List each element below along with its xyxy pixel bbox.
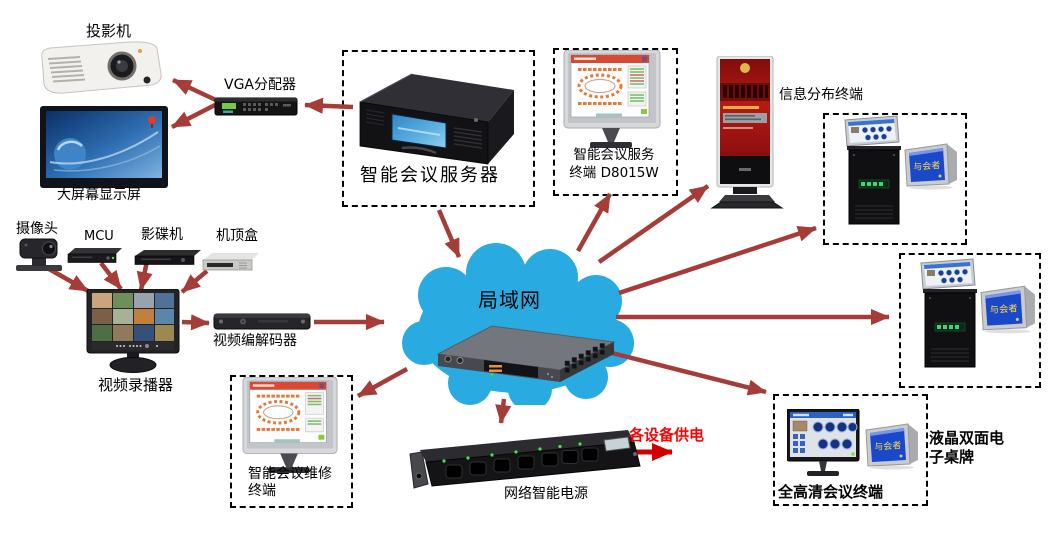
conference-terminal-label-line2: 终端 D8015W — [569, 165, 659, 181]
arrow-lan-to-maintenance — [356, 367, 409, 398]
maintenance-terminal-label-line2: 终端 — [248, 483, 276, 499]
hd-terminal-label: 全高清会议终端 — [778, 483, 884, 501]
arrow-lan-to-power — [495, 398, 512, 424]
conference-terminal-label-line1: 智能会议服务 — [573, 147, 655, 163]
nameplate-text: 与会者 — [989, 302, 1018, 316]
maintenance-terminal-label: 智能会议维修 终端 — [248, 466, 332, 500]
hd-terminal-group-box — [773, 394, 928, 506]
disc-player-image — [134, 250, 201, 265]
arrow-lan-to-terminal — [576, 192, 612, 253]
mcu-image — [67, 248, 122, 263]
video-recorder-image — [86, 289, 180, 373]
desk-plate-label: 液晶双面电 子桌牌 — [929, 429, 1004, 467]
vga-splitter-label: VGA分配器 — [224, 77, 297, 93]
disc-player-label: 影碟机 — [141, 227, 183, 243]
network-power-image — [409, 430, 641, 489]
conference-terminal-group-box — [553, 48, 678, 196]
maintenance-terminal-image — [242, 377, 338, 474]
desk-plate-label-line1: 液晶双面电 — [929, 429, 1005, 447]
arrow-vga-to-screen — [170, 102, 217, 130]
nameplate-text: 与会者 — [874, 439, 902, 453]
network-power-label: 网络智能电源 — [504, 486, 588, 502]
paperless-terminal-group-box-1 — [823, 113, 967, 245]
arrow-lan-to-kiosk — [597, 184, 710, 264]
projector-image — [41, 41, 162, 94]
video-codec-label: 视频编解码器 — [213, 333, 297, 349]
desk-nameplate-image-2: 与会者 — [980, 285, 1035, 334]
arrow-lan-to-paperless-1 — [618, 225, 817, 296]
lan-label: 局域网 — [478, 288, 541, 312]
desk-nameplate-image-3: 与会者 — [865, 423, 918, 470]
arrow-disc-to-recorder — [136, 260, 153, 291]
info-terminal-label: 信息分布终端 — [779, 87, 863, 103]
arrow-mcu-to-recorder — [99, 261, 123, 291]
projector-label: 投影机 — [86, 22, 132, 40]
camera-label: 摄像头 — [16, 221, 58, 237]
conference-server-image — [359, 73, 514, 165]
paperless-terminal-group-box-2 — [899, 253, 1041, 388]
set-top-box-image — [202, 253, 259, 271]
maintenance-terminal-group-box — [230, 375, 353, 508]
desk-nameplate-image-1: 与会者 — [904, 143, 957, 190]
power-supply-note: 各设备供电 — [629, 426, 705, 444]
arrow-server-to-vga — [304, 97, 354, 114]
desk-plate-label-line2: 子桌牌 — [929, 448, 975, 466]
arrow-camera-to-recorder — [47, 267, 90, 293]
arrow-stb-to-recorder — [180, 269, 209, 294]
maintenance-terminal-label-line1: 智能会议维修 — [248, 466, 332, 482]
conference-terminal-image — [563, 50, 661, 148]
set-top-box-label: 机顶盒 — [216, 228, 258, 244]
network-switch-image — [436, 325, 616, 382]
arrow-vga-to-projector — [172, 77, 219, 104]
conference-terminal-label: 智能会议服务 终端 D8015W — [556, 146, 672, 182]
conference-server-label: 智能会议服务器 — [360, 165, 500, 186]
info-terminal-image — [710, 56, 784, 209]
big-screen-label: 大屏幕显示屏 — [57, 187, 141, 203]
server-group-box — [342, 50, 535, 207]
hd-terminal-image — [787, 409, 860, 476]
paperless-terminal-image-2 — [920, 258, 977, 368]
arrow-lan-to-hd-terminal — [607, 349, 767, 396]
big-screen-image — [40, 106, 168, 188]
arrow-server-to-lan — [436, 209, 462, 258]
camera-image — [16, 238, 62, 271]
arrow-recorder-to-codec — [181, 314, 210, 331]
video-codec-image — [213, 313, 311, 330]
vga-splitter-image — [214, 97, 298, 116]
mcu-label: MCU — [84, 229, 114, 244]
nameplate-text: 与会者 — [913, 159, 941, 173]
paperless-terminal-image-1 — [844, 115, 901, 225]
video-recorder-label: 视频录播器 — [98, 376, 174, 394]
